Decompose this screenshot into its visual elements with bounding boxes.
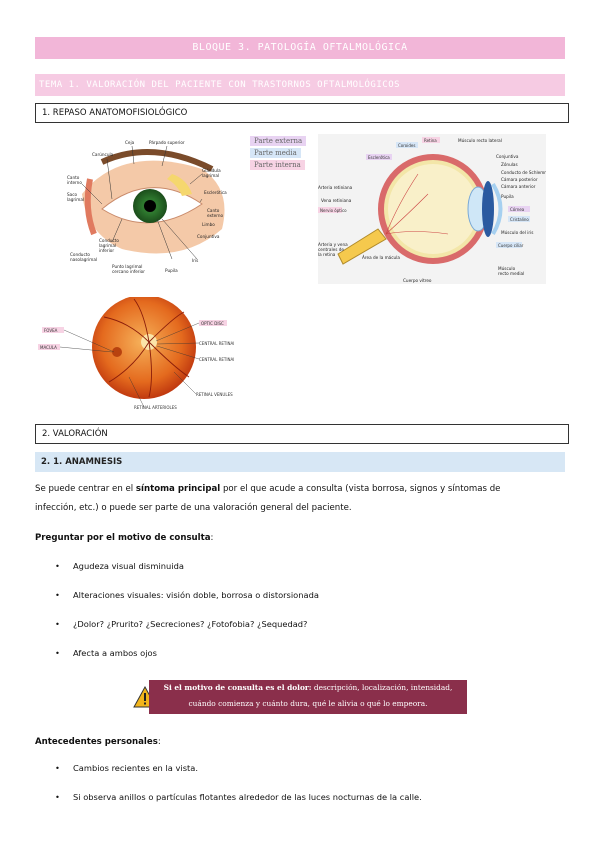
personal-history-colon: :	[157, 737, 161, 747]
svg-text:Pupila: Pupila	[501, 194, 514, 199]
bullet-dot: •	[55, 590, 60, 600]
p1-text-c: por el que acude a consulta (vista borro…	[220, 484, 501, 494]
legend-middle: Parte media	[250, 148, 301, 158]
svg-text:Pupila: Pupila	[165, 268, 178, 273]
svg-text:Punto lagrimal: Punto lagrimal	[112, 264, 142, 269]
p1-text-d: infección, etc.) o puede ser parte de un…	[35, 503, 352, 513]
svg-text:Glándula: Glándula	[202, 168, 221, 173]
svg-text:Cámara posterior: Cámara posterior	[501, 177, 538, 182]
consult-reason-bold: Preguntar por el motivo de consulta	[35, 533, 211, 543]
block-title-banner: BLOQUE 3. PATOLOGÍA OFTALMOLÓGICA	[35, 37, 565, 59]
list-item: • Si observa anillos o partículas flotant…	[55, 792, 422, 802]
svg-text:Coroides: Coroides	[398, 143, 415, 148]
svg-text:Conducto de Schlemm: Conducto de Schlemm	[501, 170, 546, 175]
svg-text:Arteria y vena: Arteria y vena	[318, 242, 348, 247]
svg-text:recto medial: recto medial	[498, 271, 524, 276]
list-item: • Afecta a ambos ojos	[55, 648, 157, 658]
svg-text:lagrimal: lagrimal	[202, 173, 219, 178]
svg-text:Músculo del iris: Músculo del iris	[501, 230, 533, 235]
svg-text:Esclerótica: Esclerótica	[204, 190, 227, 195]
svg-text:Carúncula: Carúncula	[92, 152, 114, 157]
svg-text:Canto: Canto	[67, 175, 80, 180]
svg-text:externo: externo	[207, 213, 224, 218]
list-item: • Agudeza visual disminuida	[55, 561, 184, 571]
list-item: • Alteraciones visuales: visión doble, bo…	[55, 590, 319, 600]
consult-reason-heading: Preguntar por el motivo de consulta:	[35, 529, 213, 547]
bullet-dot: •	[55, 763, 60, 773]
svg-text:la retina: la retina	[318, 252, 336, 257]
svg-text:CENTRAL RETINAL ARTERY: CENTRAL RETINAL ARTERY	[199, 357, 234, 362]
bullet-dot: •	[55, 619, 60, 629]
svg-text:lagrimal: lagrimal	[99, 243, 116, 248]
svg-text:Párpado superior: Párpado superior	[149, 140, 185, 145]
svg-text:Nervio óptico: Nervio óptico	[320, 208, 347, 213]
list-item: • ¿Dolor? ¿Prurito? ¿Secreciones? ¿Fotofo…	[55, 619, 307, 629]
warning-text-a: descripción, localización, intensidad,	[311, 683, 453, 692]
svg-text:cercano inferior: cercano inferior	[112, 269, 145, 274]
section-heading-anatomy: 1. REPASO ANATOMOFISIOLÓGICO	[35, 103, 569, 123]
svg-text:Conjuntiva: Conjuntiva	[496, 154, 519, 159]
subsection-heading-anamnesis: 2. 1. ANAMNESIS	[35, 452, 565, 472]
retinal-fundus-diagram: FOVEA MACULA OPTIC DISC CENTRAL RETINAL …	[38, 297, 234, 410]
svg-text:Saco: Saco	[67, 192, 78, 197]
svg-text:RETINAL ARTERIOLES: RETINAL ARTERIOLES	[134, 405, 177, 410]
svg-text:Ceja: Ceja	[125, 140, 135, 145]
svg-text:Zónulas: Zónulas	[501, 162, 518, 167]
svg-text:Cristalino: Cristalino	[510, 217, 529, 222]
svg-text:CENTRAL RETINAL VEIN: CENTRAL RETINAL VEIN	[199, 341, 234, 346]
bullet-text: Cambios recientes en la vista.	[73, 763, 198, 773]
svg-text:Cuerpo vítreo: Cuerpo vítreo	[403, 278, 432, 283]
svg-text:FOVEA: FOVEA	[44, 328, 58, 333]
svg-text:RETINAL VENULES: RETINAL VENULES	[196, 392, 233, 397]
p1-bold: síntoma principal	[135, 484, 221, 494]
svg-text:Arteria retiniana: Arteria retiniana	[318, 185, 353, 190]
svg-text:centrales de: centrales de	[318, 247, 344, 252]
svg-text:Limbo: Limbo	[202, 222, 215, 227]
bullet-dot: •	[55, 792, 60, 802]
bullet-text: Agudeza visual disminuida	[73, 561, 184, 571]
warning-line-2: cuándo comienza y cuánto dura, qué le al…	[188, 699, 428, 708]
bullet-text: Si observa anillos o partículas flotante…	[73, 792, 422, 802]
svg-text:OPTIC DISC: OPTIC DISC	[201, 321, 224, 326]
svg-text:Músculo: Músculo	[498, 266, 516, 271]
svg-text:Iris: Iris	[192, 258, 198, 263]
topic-title-banner: TEMA 1. VALORACIÓN DEL PACIENTE CON TRAS…	[35, 74, 565, 96]
section-heading-assessment: 2. VALORACIÓN	[35, 424, 569, 444]
bullet-text: Afecta a ambos ojos	[73, 648, 157, 658]
p1-text-a: Se puede centrar en el	[35, 484, 136, 494]
svg-text:Músculo recto lateral: Músculo recto lateral	[458, 138, 502, 143]
personal-history-heading: Antecedentes personales:	[35, 733, 161, 751]
bullet-dot: •	[55, 561, 60, 571]
svg-text:Córnea: Córnea	[510, 207, 525, 212]
legend-internal: Parte interna	[250, 160, 305, 170]
svg-text:Conducto: Conducto	[99, 238, 119, 243]
warning-bold: Si el motivo de consulta es el dolor:	[163, 683, 312, 692]
bullet-dot: •	[55, 648, 60, 658]
svg-text:Canto: Canto	[207, 208, 220, 213]
list-item: • Cambios recientes en la vista.	[55, 763, 198, 773]
svg-text:MACULA: MACULA	[40, 345, 57, 350]
svg-text:Esclerótica: Esclerótica	[368, 155, 390, 160]
svg-text:Conducto: Conducto	[70, 252, 90, 257]
bullet-text: ¿Dolor? ¿Prurito? ¿Secreciones? ¿Fotofob…	[73, 619, 308, 629]
personal-history-bold: Antecedentes personales	[35, 737, 158, 747]
pain-warning-callout: Si el motivo de consulta es el dolor: de…	[149, 680, 467, 714]
svg-text:Cuerpo ciliar: Cuerpo ciliar	[498, 243, 524, 248]
svg-text:interno: interno	[67, 180, 82, 185]
svg-text:nasolagrimal: nasolagrimal	[70, 257, 97, 262]
legend-external: Parte externa	[250, 136, 307, 146]
anamnesis-paragraph: Se puede centrar en el síntoma principal…	[35, 480, 560, 518]
warning-line-1: Si el motivo de consulta es el dolor: de…	[149, 680, 467, 696]
svg-text:Vena retiniana: Vena retiniana	[321, 198, 352, 203]
svg-text:Cámara anterior: Cámara anterior	[501, 184, 536, 189]
svg-text:Retina: Retina	[424, 138, 437, 143]
svg-text:inferior: inferior	[99, 248, 114, 253]
svg-text:Área de la mácula: Área de la mácula	[362, 255, 400, 260]
svg-text:Conjuntiva: Conjuntiva	[197, 234, 220, 239]
svg-text:lagrimal: lagrimal	[67, 197, 84, 202]
bullet-text: Alteraciones visuales: visión doble, bor…	[73, 590, 319, 600]
consult-reason-colon: :	[210, 533, 214, 543]
